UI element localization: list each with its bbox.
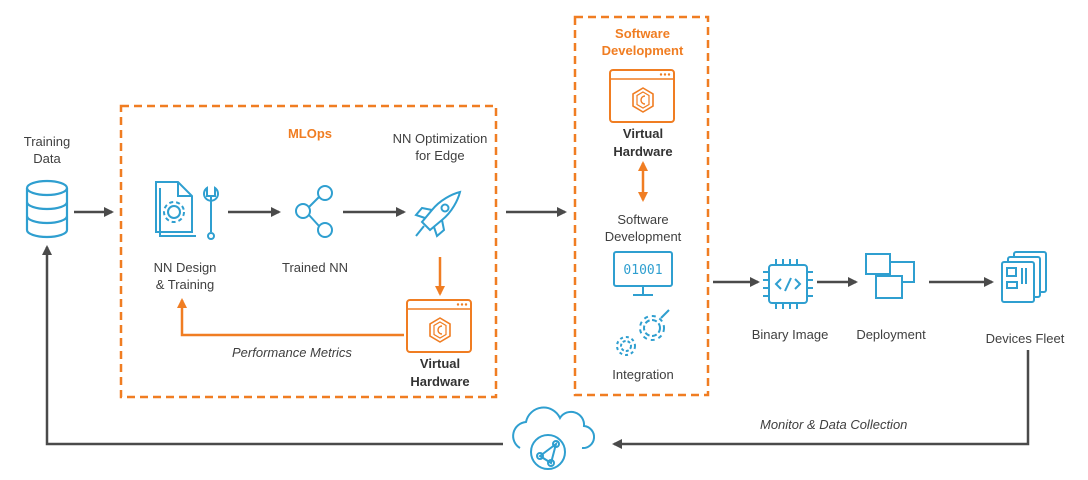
software-dev-line1: Software [617,212,669,227]
rocket-icon [414,190,462,238]
nn-design-label: NN Design & Training [140,259,230,293]
virtual-hardware-mlops-line2: Hardware [410,374,470,389]
swdev-title-line2: Development [601,43,684,58]
software-dev-line2: Development [604,229,682,244]
training-data-label: Training Data [14,133,80,167]
swdev-title-line1: Software [615,26,670,41]
virtual-hardware-swdev-line1: Virtual [622,126,664,141]
nn-design-line1: NN Design [153,260,217,275]
trained-nn-icon [295,185,333,238]
binary-image-label: Binary Image [751,327,829,342]
nn-optimization-label: NN Optimization for Edge [380,130,500,164]
virtual-hardware-label-swdev: Virtual Hardware [603,125,683,161]
devices-fleet-label: Devices Fleet [985,331,1065,346]
nn-optimization-line1: NN Optimization [392,131,488,146]
flow-arrows [42,207,1030,449]
virtual-hardware-mlops-line1: Virtual [419,356,461,371]
performance-metrics-label: Performance Metrics [232,345,352,360]
trained-nn-label: Trained NN [282,260,348,275]
software-development-title: Software Development [580,25,705,59]
integration-gears-icon [616,309,670,356]
virtual-hardware-swdev-line2: Hardware [613,144,673,159]
nn-design-line2: & Training [155,277,215,292]
binary-display-text: 01001 [623,263,662,278]
integration-label: Integration [612,367,674,382]
training-data-line2: Data [33,151,61,166]
virtual-hw-window-mlops [406,299,472,353]
mlops-title: MLOps [287,126,333,141]
deployment-boxes-icon [865,253,915,299]
virtual-hardware-label-mlops: Virtual Hardware [400,355,480,391]
cloud-network-icon [512,406,596,470]
deployment-label: Deployment [856,327,926,342]
monitor-data-collection-label: Monitor & Data Collection [760,417,908,432]
training-data-line1: Training [23,134,71,149]
software-development-label: Software Development [590,211,696,245]
swdev-box [573,15,710,397]
nn-optimization-line2: for Edge [415,148,465,163]
devices-fleet-icon [1001,251,1047,303]
software-monitor-icon [613,251,673,296]
binary-chip-icon [763,259,813,309]
orange-arrows [177,161,648,337]
mlops-box [119,104,498,399]
virtual-hw-window-swdev [609,69,675,123]
database-icon [25,179,69,239]
nn-design-icon [155,181,219,240]
